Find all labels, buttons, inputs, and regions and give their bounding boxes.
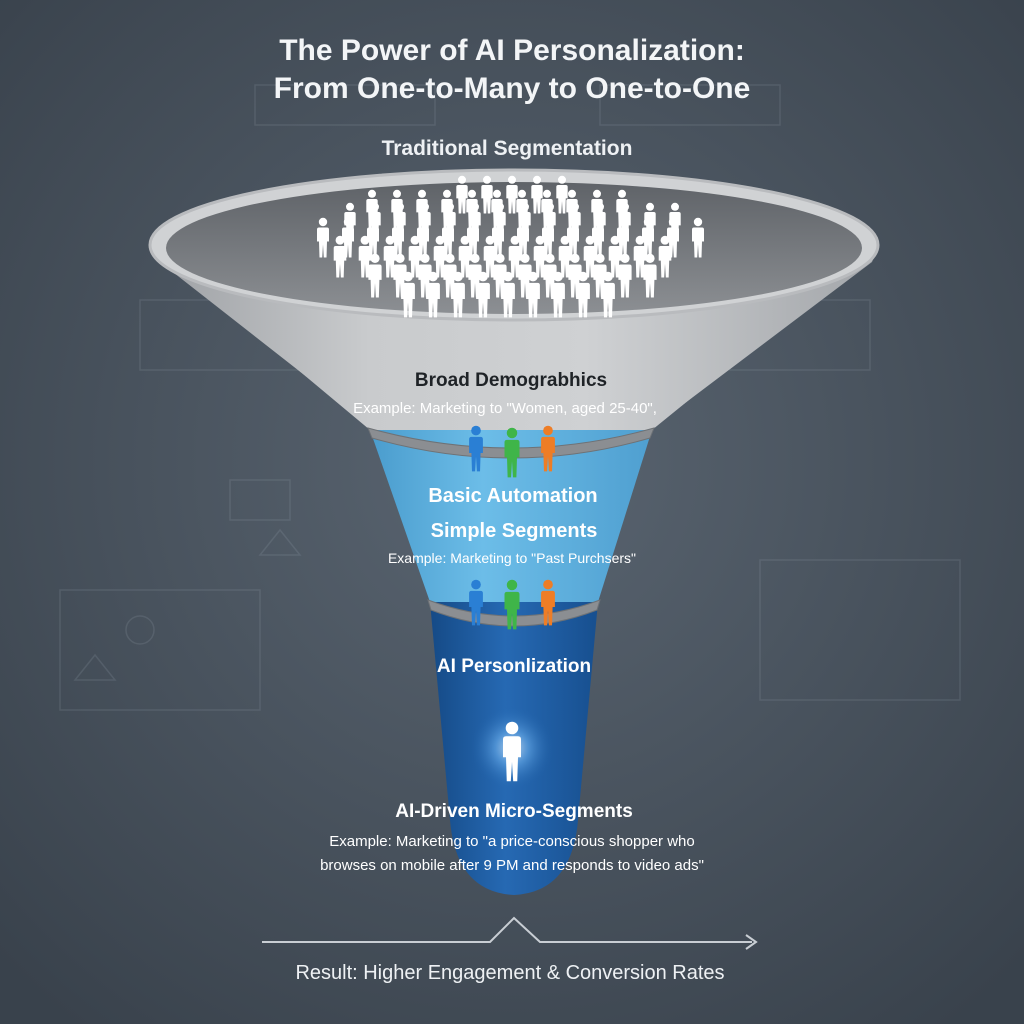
- single-person-icon: [503, 721, 521, 782]
- crowd-person-5: [556, 175, 568, 214]
- title-line-2: From One-to-Many to One-to-One: [274, 72, 751, 105]
- person-group-stage-2: [469, 579, 555, 630]
- crowd-person-74: [426, 271, 440, 318]
- result-arrow-head: [745, 934, 758, 950]
- stage-1-example: Example: Marketing to "Women, aged 25-40…: [353, 400, 657, 417]
- crowd-person-46: [692, 217, 704, 258]
- micro-segments-example-line-1: Example: Marketing to "a price-conscious…: [329, 833, 695, 850]
- crowd-person-76: [476, 271, 490, 318]
- stage-3-title: AI Personlization: [437, 656, 591, 677]
- crowd-person-50: [408, 235, 422, 278]
- crowd-person-59: [633, 235, 647, 278]
- micro-segments-example-line-2: browses on mobile after 9 PM and respond…: [320, 857, 704, 874]
- funnel-divider-1: [367, 427, 655, 459]
- person-green-stage-2: [504, 579, 520, 630]
- stage-2-title-line-2: Simple Segments: [431, 520, 598, 542]
- crowd-person-77: [501, 271, 515, 318]
- funnel-stage-1-body-lower: [152, 248, 876, 430]
- crowd-person-2: [481, 175, 493, 214]
- person-group-stage-1: [469, 425, 555, 478]
- crowd-person-53: [483, 235, 497, 278]
- crowd-group: [317, 175, 704, 318]
- crowd-person-4: [531, 175, 543, 214]
- title-line-1: The Power of AI Personalization:: [279, 34, 745, 67]
- crowd-person-78: [526, 271, 540, 318]
- crowd-person-3: [506, 175, 518, 214]
- person-orange-stage-1: [541, 425, 555, 472]
- crowd-person-55: [533, 235, 547, 278]
- crowd-person-52: [458, 235, 472, 278]
- crowd-person-73: [401, 271, 415, 318]
- crowd-person-60: [658, 235, 672, 278]
- crowd-person-47: [333, 235, 347, 278]
- person-blue-stage-2: [469, 579, 483, 626]
- crowd-person-72: [643, 253, 657, 298]
- crowd-person-75: [451, 271, 465, 318]
- stage-1-title: Broad Demograbhics: [415, 370, 607, 391]
- single-person-group: [503, 721, 521, 782]
- person-orange-stage-2: [541, 579, 555, 626]
- top-label: Traditional Segmentation: [382, 137, 633, 160]
- crowd-person-56: [558, 235, 572, 278]
- stage-2-title-line-1: Basic Automation: [428, 485, 597, 507]
- crowd-person-79: [551, 271, 565, 318]
- stage-2-example: Example: Marketing to "Past Purchsers": [388, 550, 636, 566]
- crowd-person-57: [583, 235, 597, 278]
- result-arrow-line: [262, 916, 752, 943]
- crowd-person-54: [508, 235, 522, 278]
- micro-segments-title: AI-Driven Micro-Segments: [395, 801, 633, 822]
- crowd-person-51: [433, 235, 447, 278]
- crowd-person-48: [358, 235, 372, 278]
- funnel-stage-2-body: [370, 430, 652, 602]
- crowd-person-61: [368, 253, 382, 298]
- result-label: Result: Higher Engagement & Conversion R…: [295, 962, 724, 984]
- person-blue-stage-1: [469, 425, 483, 472]
- crowd-person-49: [383, 235, 397, 278]
- crowd-person-58: [608, 235, 622, 278]
- crowd-person-81: [601, 271, 615, 318]
- person-green-stage-1: [504, 427, 520, 478]
- crowd-person-31: [317, 217, 329, 258]
- crowd-person-1: [456, 175, 468, 214]
- crowd-person-80: [576, 271, 590, 318]
- crowd-person-71: [618, 253, 632, 298]
